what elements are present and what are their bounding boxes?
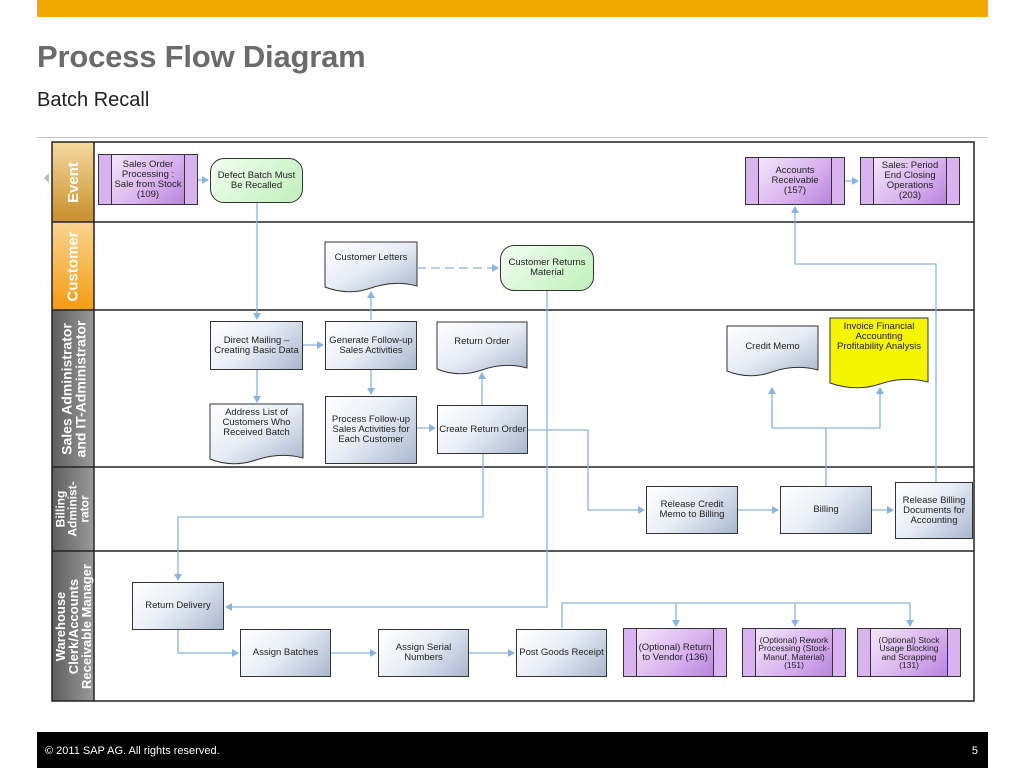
node-rework-processing[interactable]: (Optional) Rework Processing (Stock-Manu… [742,628,846,677]
node-period-end-closing[interactable]: Sales: Period End Closing Operations (20… [860,157,960,205]
node-return-to-vendor[interactable]: (Optional) Return to Vendor (136) [623,628,727,677]
lane-frame [51,141,975,702]
node-assign-serial-numbers[interactable]: Assign Serial Numbers [378,629,469,677]
node-customer-letters[interactable]: Customer Letters [334,252,408,263]
address-list-shape [209,403,304,465]
node-credit-memo[interactable]: Credit Memo [745,341,800,352]
page-title: Process Flow Diagram [37,39,366,74]
node-create-return-order[interactable]: Create Return Order [437,405,528,454]
return-order-shape [436,321,528,375]
lane-warehouse: Warehouse Clerk/Accounts Receivable Mana… [52,563,94,689]
lane-sales-bg [52,310,94,467]
node-customer-returns[interactable]: Customer Returns Material [500,245,594,291]
credit-memo-shape [726,325,819,377]
divider [37,137,988,138]
node-return-order-doc[interactable]: Return Order [454,336,510,347]
node-release-billing-documents[interactable]: Release Billing Documents for Accounting [895,482,973,539]
accent-bar [37,0,988,17]
node-sales-order-processing[interactable]: Sales Order Processing : Sale from Stock… [98,154,198,205]
lane-warehouse-bg [52,551,94,701]
node-release-credit-memo[interactable]: Release Credit Memo to Billing [646,486,738,534]
node-return-delivery[interactable]: Return Delivery [132,582,224,630]
invoice-shape [829,317,929,389]
footer: © 2011 SAP AG. All rights reserved. 5 [37,732,988,768]
node-defect-batch[interactable]: Defect Batch Must Be Recalled [210,158,303,203]
node-accounts-receivable[interactable]: Accounts Receivable (157) [745,157,845,205]
lane-sales-administrator: Sales Administrator and IT-Administrator [58,320,88,457]
node-assign-batches[interactable]: Assign Batches [240,629,331,677]
lane-event-bg [52,142,94,222]
node-direct-mailing[interactable]: Direct Mailing – Creating Basic Data [210,321,303,370]
node-post-goods-receipt[interactable]: Post Goods Receipt [516,629,607,677]
lane-event: Event [64,161,82,203]
lane-customer-bg [52,222,94,310]
lane-billing-bg [52,467,94,551]
node-process-followup[interactable]: Process Follow-up Sales Activities for E… [325,396,417,464]
node-address-list[interactable]: Address List of Customers Who Received B… [222,407,291,438]
lane-billing-administrator: Billing Administ- rator [54,481,92,537]
lane-customer: Customer [64,230,82,302]
node-invoice-financial[interactable]: Invoice Financial Accounting Profitabili… [837,321,921,352]
customer-letters-shape [324,241,418,293]
node-stock-usage-blocking[interactable]: (Optional) Stock Usage Blocking and Scra… [857,628,961,677]
node-generate-followup[interactable]: Generate Follow-up Sales Activities [325,321,417,370]
page-subtitle: Batch Recall [37,89,150,111]
copyright-text: © 2011 SAP AG. All rights reserved. [45,745,220,757]
page-number: 5 [971,745,978,757]
node-billing[interactable]: Billing [780,486,872,534]
